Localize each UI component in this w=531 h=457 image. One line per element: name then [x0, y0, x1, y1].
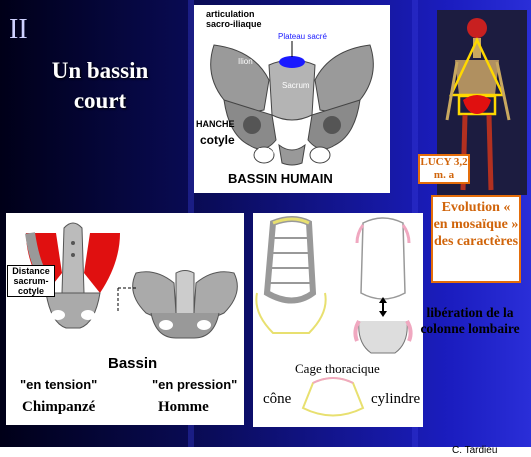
thorax-panel: Cage thoracique cône cylindre	[253, 213, 423, 427]
slide-title: Un bassin court	[40, 56, 160, 116]
lucy-label: LUCY 3,2 m. a	[418, 154, 470, 184]
cage-label: Cage thoracique	[295, 361, 380, 377]
label-cotyle: cotyle	[200, 133, 235, 147]
caption-bassin-humain: BASSIN HUMAIN	[228, 171, 333, 186]
chimp-label: Chimpanzé	[22, 399, 95, 416]
evolution-box: Evolution « en mosaïque » des caractères	[431, 195, 521, 283]
label-plateau: Plateau sacré	[278, 32, 327, 41]
slide-background: II Un bassin court articulation sacro-il…	[0, 0, 531, 447]
label-hanche: HANCHE	[196, 119, 235, 129]
liberation-text: libération de la colonne lombaire	[420, 305, 520, 337]
cone-label: cône	[263, 391, 291, 408]
pelvis-comparison-illustration	[6, 213, 244, 425]
homme-label: Homme	[158, 399, 209, 416]
pression-label: "en pression"	[152, 377, 237, 392]
cylindre-label: cylindre	[371, 391, 420, 408]
label-pubis: Pubis	[258, 147, 278, 156]
label-sacrum: Sacrum	[282, 81, 310, 90]
bassin-label: Bassin	[108, 355, 157, 372]
label-ilion: Ilion	[238, 57, 253, 66]
tension-label: "en tension"	[20, 377, 97, 392]
credit: C. Tardieu	[452, 445, 497, 456]
slide-number: II	[9, 14, 28, 46]
comparison-panel: Distance sacrum-cotyle Bassin "en tensio…	[6, 213, 244, 425]
human-pelvis-panel: articulation sacro-iliaque Plateau sacré…	[194, 5, 390, 193]
distance-label: Distance sacrum-cotyle	[7, 265, 55, 297]
label-articulation: articulation sacro-iliaque	[206, 9, 276, 29]
